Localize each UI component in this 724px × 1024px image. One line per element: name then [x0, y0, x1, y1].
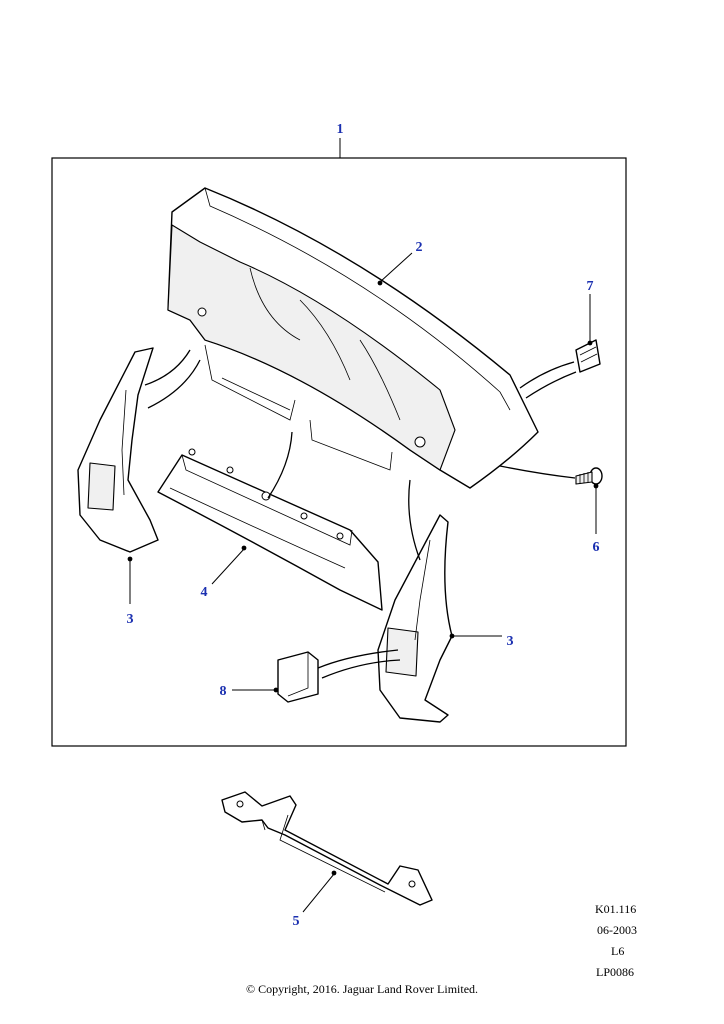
diagram-model: L6: [611, 944, 625, 958]
diagram-date: 06-2003: [597, 923, 637, 937]
leader-lines: [127, 252, 599, 913]
callout-7[interactable]: 7: [587, 279, 594, 294]
instrument-cowl-part[interactable]: [167, 187, 539, 489]
clip-part[interactable]: [575, 339, 601, 373]
assembly-frame: [51, 157, 627, 747]
bracket-part[interactable]: [221, 791, 433, 906]
callout-1[interactable]: 1: [337, 122, 344, 137]
callout-3-right[interactable]: 3: [507, 634, 514, 649]
copyright-notice: © Copyright, 2016. Jaguar Land Rover Lim…: [245, 982, 479, 996]
callout-6[interactable]: 6: [593, 540, 600, 555]
lower-trim-panel-part[interactable]: [157, 448, 383, 611]
callout-4[interactable]: 4: [201, 585, 208, 600]
assembly-arrows: [144, 349, 577, 679]
plug-part[interactable]: [277, 651, 319, 703]
diagram-ref: K01.116: [595, 902, 637, 916]
callout-3-left[interactable]: 3: [127, 612, 134, 627]
side-cover-right-part[interactable]: [377, 514, 453, 723]
callout-2[interactable]: 2: [416, 240, 423, 255]
side-cover-left-part[interactable]: [77, 347, 159, 553]
callout-8[interactable]: 8: [220, 684, 227, 699]
screw-part[interactable]: [575, 467, 603, 485]
diagram-code: LP0086: [596, 965, 635, 979]
callout-5[interactable]: 5: [293, 914, 300, 929]
